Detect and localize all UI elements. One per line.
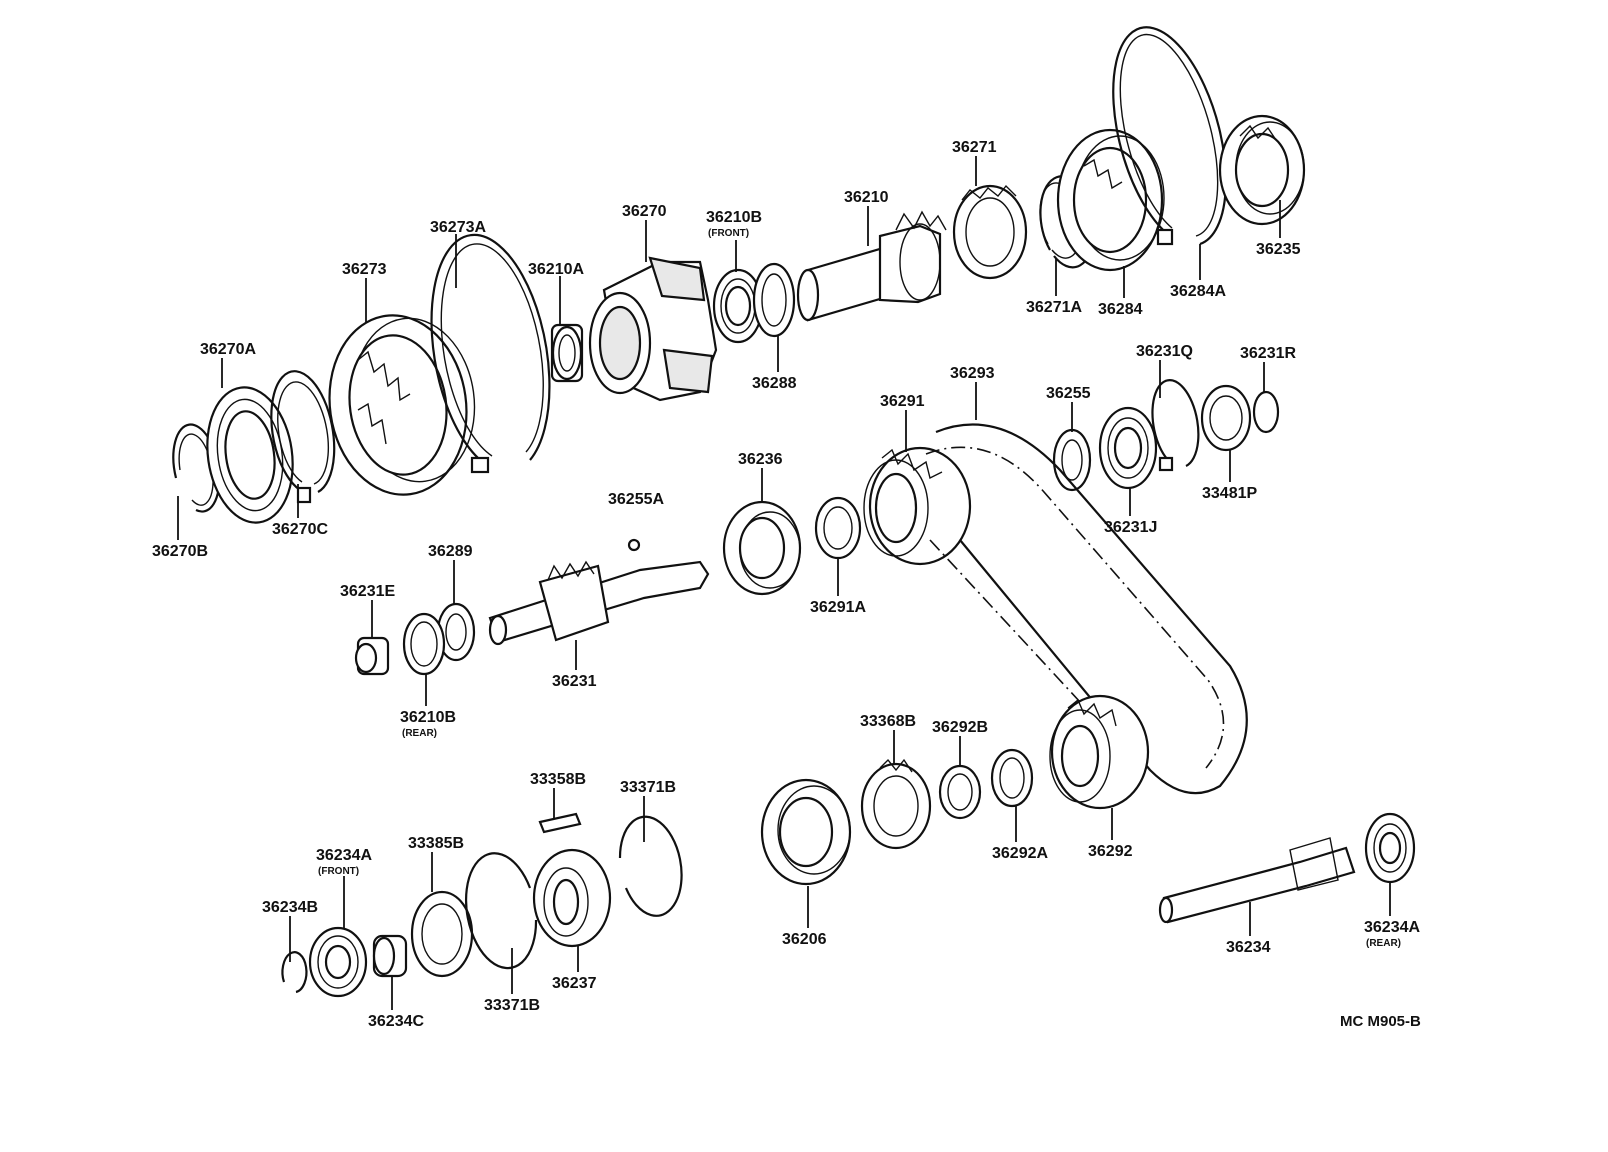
label-36291: 36291	[880, 393, 925, 410]
label-36270C: 36270C	[272, 521, 328, 538]
label-33371B-bottom: 33371B	[484, 997, 540, 1014]
part-36210A-needle-bearing	[550, 323, 584, 383]
label-36210B-rear: 36210B	[400, 709, 456, 726]
part-36293-chain	[925, 423, 1248, 795]
part-36235-hub	[1218, 114, 1306, 226]
label-36234: 36234	[1226, 939, 1271, 956]
label-36273: 36273	[342, 261, 387, 278]
note-36210B-rear: (REAR)	[402, 728, 437, 739]
label-36284A: 36284A	[1170, 283, 1226, 300]
part-36270C-snap-ring	[270, 370, 336, 504]
part-36284-ring-gear	[1056, 128, 1165, 272]
part-36231E-needle-bearing	[354, 636, 390, 676]
part-36273-ring-gear	[328, 314, 476, 496]
label-36284: 36284	[1098, 301, 1143, 318]
part-33385B-ring	[410, 890, 474, 978]
part-36236-gear	[722, 500, 802, 596]
label-36292: 36292	[1088, 843, 1133, 860]
label-33358B: 33358B	[530, 771, 586, 788]
part-36210-shaft	[796, 210, 947, 322]
part-36255-spacer	[1052, 428, 1092, 492]
label-36292B: 36292B	[932, 719, 988, 736]
label-33481P: 33481P	[1202, 485, 1257, 502]
part-36270-carrier	[588, 256, 718, 402]
label-36293: 36293	[950, 365, 995, 382]
label-36255A: 36255A	[608, 491, 664, 508]
label-36235: 36235	[1256, 241, 1301, 258]
part-36231-input-shaft	[488, 560, 710, 646]
label-36255: 36255	[1046, 385, 1091, 402]
label-36270A: 36270A	[200, 341, 256, 358]
label-36234A-front: 36234A	[316, 847, 372, 864]
label-36231J: 36231J	[1104, 519, 1157, 536]
part-36234B-snap-ring	[281, 951, 308, 994]
label-36210: 36210	[844, 189, 889, 206]
part-36273A-snap-ring	[430, 233, 551, 474]
label-36231: 36231	[552, 673, 597, 690]
note-36234A-rear: (REAR)	[1366, 938, 1401, 949]
part-36292A-needle-bearing	[990, 748, 1034, 808]
part-36231R-o-ring	[1252, 390, 1280, 434]
part-36271-gear	[952, 184, 1028, 280]
part-36231J-bearing	[1098, 406, 1158, 490]
label-33385B: 33385B	[408, 835, 464, 852]
part-36255A-ball	[627, 538, 641, 552]
label-36292A: 36292A	[992, 845, 1048, 862]
diagram-code: MC M905-B	[1340, 1013, 1421, 1030]
part-36234C-collar	[372, 934, 408, 978]
label-36206: 36206	[782, 931, 827, 948]
part-36234-output-shaft	[1158, 837, 1356, 924]
label-36234B: 36234B	[262, 899, 318, 916]
label-33368B: 33368B	[860, 713, 916, 730]
label-36231E: 36231E	[340, 583, 395, 600]
label-36231R: 36231R	[1240, 345, 1296, 362]
label-36236: 36236	[738, 451, 783, 468]
label-36289: 36289	[428, 543, 473, 560]
part-36210B-front-bearing	[712, 268, 764, 344]
label-36210B-front: 36210B	[706, 209, 762, 226]
part-36292B-spacer	[938, 764, 982, 820]
label-36271: 36271	[952, 139, 997, 156]
label-36234C: 36234C	[368, 1013, 424, 1030]
part-33371B-top-snap-ring	[618, 815, 683, 917]
label-36231Q: 36231Q	[1136, 343, 1193, 360]
part-33368B-sleeve	[860, 758, 932, 850]
label-36291A: 36291A	[810, 599, 866, 616]
part-33371B-bottom-snap-ring	[465, 852, 538, 970]
part-36291-drive-sprocket	[863, 446, 972, 566]
label-36237: 36237	[552, 975, 597, 992]
label-36234A-rear: 36234A	[1364, 919, 1420, 936]
label-36270: 36270	[622, 203, 667, 220]
label-36273A: 36273A	[430, 219, 486, 236]
part-36231Q-snap-ring	[1151, 379, 1200, 472]
part-36234A-rear-bearing	[1364, 812, 1416, 884]
part-36292-driven-sprocket	[1049, 694, 1150, 810]
part-36237-hub	[532, 848, 612, 948]
part-36291A-needle-bearing	[814, 496, 862, 560]
label-36210A: 36210A	[528, 261, 584, 278]
part-33481P-seal	[1200, 384, 1252, 452]
part-labels: 36270A 36273 36273A 36210A 36270 36210B …	[152, 139, 1421, 1030]
note-36210B-front: (FRONT)	[708, 228, 749, 239]
note-36234A-front: (FRONT)	[318, 866, 359, 877]
part-33358B-key	[538, 812, 582, 834]
leader-lines	[177, 156, 1391, 1010]
label-36288: 36288	[752, 375, 797, 392]
label-36271A: 36271A	[1026, 299, 1082, 316]
label-33371B-top: 33371B	[620, 779, 676, 796]
part-36206-hub-sleeve	[760, 778, 852, 886]
part-36270A-bearing	[206, 386, 294, 524]
part-36288-thrust-washer	[752, 262, 796, 338]
label-36270B: 36270B	[152, 543, 208, 560]
part-36234A-front-bearing	[308, 926, 368, 998]
part-36210B-rear-bearing	[402, 612, 446, 676]
